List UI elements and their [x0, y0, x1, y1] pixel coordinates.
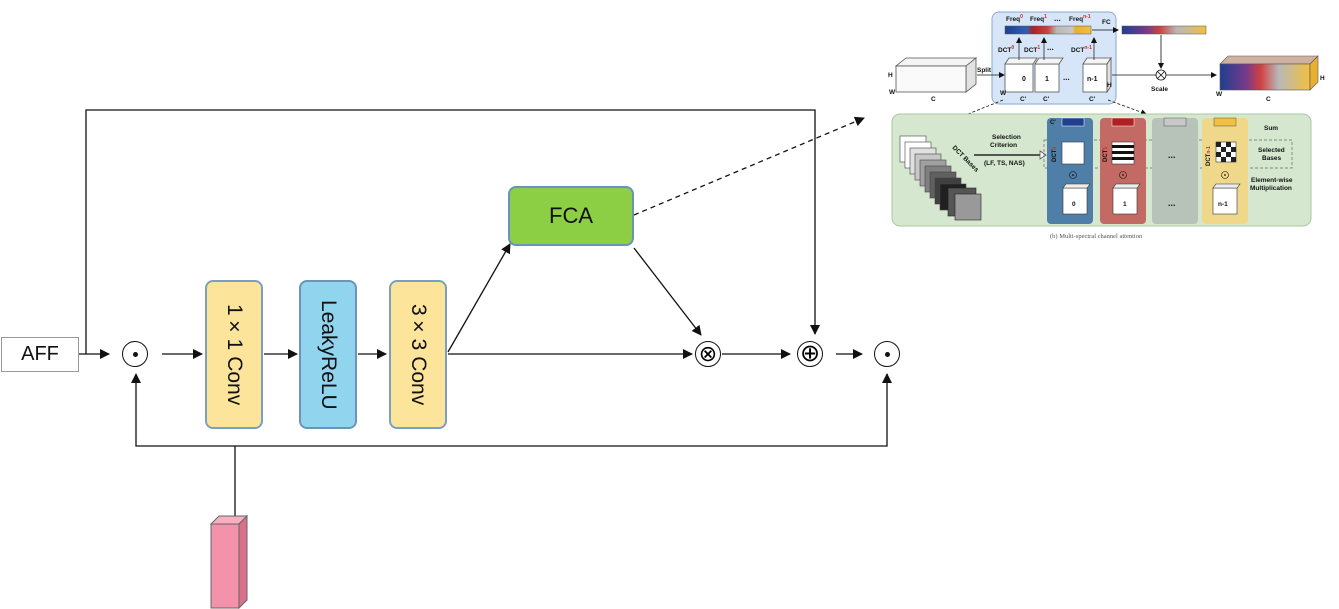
conv3x3-block: 3×3 Conv: [389, 280, 447, 429]
inset-dct-bases-stack: [899, 135, 982, 221]
edge-skip-top: [85, 109, 820, 354]
inset-col-ellipsis: [1152, 118, 1198, 224]
inset-fc-bar: [1121, 25, 1207, 35]
inset-w-label-3: W: [1216, 91, 1223, 98]
inset-input-cuboid: [894, 57, 978, 93]
conv1x1-block: 1×1 Conv: [205, 280, 263, 429]
inset-split-cubes: [1004, 56, 1112, 94]
inset-freq1-label: Freq1: [1030, 14, 1047, 23]
inset-cp-label-3: C': [1089, 96, 1096, 103]
inset-ellipsis-4: ...: [1168, 150, 1176, 160]
inset-ellipsis-3: ...: [1054, 14, 1061, 23]
inset-w-label: W: [889, 89, 896, 96]
inset-c-label-3: C: [1266, 96, 1271, 103]
inset-dctn-label: DCTn-1: [1071, 45, 1092, 54]
add-op: ⊕: [797, 341, 823, 367]
multiply-op: ⊗: [695, 341, 721, 367]
aff-label: AFF: [21, 343, 59, 365]
inset-freq-bar: [1004, 25, 1092, 35]
inset-dct1-stripes: [1111, 141, 1135, 165]
inset-freq0-label: Freq0: [1006, 14, 1023, 23]
inset-ellipsis-2: ...: [1047, 43, 1054, 52]
inset-split-label: Split: [977, 67, 992, 74]
inset-coln-cube-label: n-1: [1218, 201, 1228, 208]
inset-caption: (b) Multi-spectral channel attention: [1050, 233, 1143, 240]
feature-map-cuboid: [209, 514, 249, 609]
inset-selection-opts: (LF, TS, NAS): [984, 160, 1025, 167]
inset-fc-label: FC: [1102, 19, 1111, 26]
edge-bottom-loop-right: [235, 373, 892, 447]
inset-cube0-label: 0: [1022, 76, 1026, 83]
conv3x3-label: 3×3 Conv: [407, 303, 430, 406]
conv1x1-label: 1×1 Conv: [223, 303, 246, 406]
inset-dctn-vert: DCTn-1: [1206, 146, 1212, 166]
inset-cp-label-4: C': [1050, 120, 1056, 126]
leakyrelu-label: LeakyReLU: [317, 299, 340, 410]
inset-scale-label: Scale: [1151, 86, 1168, 93]
edge-bottom-loop-left: [131, 373, 235, 447]
inset-selected-label-2: Bases: [1262, 155, 1282, 162]
inset-ellipsis-1: ...: [1063, 73, 1070, 82]
inset-cube1-label: 1: [1045, 76, 1049, 83]
aff-node: AFF: [1, 337, 79, 372]
inset-ellipsis-5: ...: [1168, 198, 1176, 208]
hadamard-op-1: [122, 341, 148, 367]
inset-h-label-3: H: [1320, 75, 1325, 82]
inset-cp-label-1: C': [1020, 96, 1027, 103]
inset-cp-label-2: C': [1043, 96, 1050, 103]
inset-col0-cube-label: 0: [1072, 201, 1076, 208]
inset-h-label-2: H: [1107, 82, 1112, 89]
edge-fca-multiply: [633, 247, 702, 336]
fca-label: FCA: [549, 203, 593, 228]
inset-cuben-label: n-1: [1087, 76, 1098, 83]
inset-selected-label-1: Selected: [1258, 147, 1285, 154]
inset-selection-sub: Criterion: [990, 142, 1017, 149]
inset-selection-title: Selection: [992, 134, 1021, 141]
leakyrelu-block: LeakyReLU: [299, 280, 357, 429]
inset-col1-cube-label: 1: [1123, 201, 1127, 208]
edge-fca-inset: [633, 116, 865, 216]
inset-dct1-label: DCT1: [1024, 45, 1040, 54]
inset-dct0-label: DCT0: [998, 45, 1014, 54]
inset-sum-label: Sum: [1264, 125, 1278, 132]
inset-freqn-label: Freqn-1: [1069, 14, 1091, 23]
hadamard-op-2: [874, 341, 900, 367]
edge-conv3-fca: [447, 243, 511, 353]
inset-elementwise-label-2: Multiplication: [1250, 185, 1292, 192]
inset-w-label-2: W: [1000, 90, 1007, 97]
inset-output-cuboid: [1219, 55, 1319, 91]
fca-block: FCA: [508, 186, 634, 246]
inset-h-label: H: [888, 72, 893, 79]
inset-c-label: C: [931, 96, 936, 103]
inset-dctn-checker: [1215, 141, 1237, 163]
inset-dct1-vert: DCT1: [1103, 147, 1109, 162]
inset-dct0-vert: DCT0: [1052, 147, 1058, 162]
inset-elementwise-label-1: Element-wise: [1251, 177, 1293, 184]
